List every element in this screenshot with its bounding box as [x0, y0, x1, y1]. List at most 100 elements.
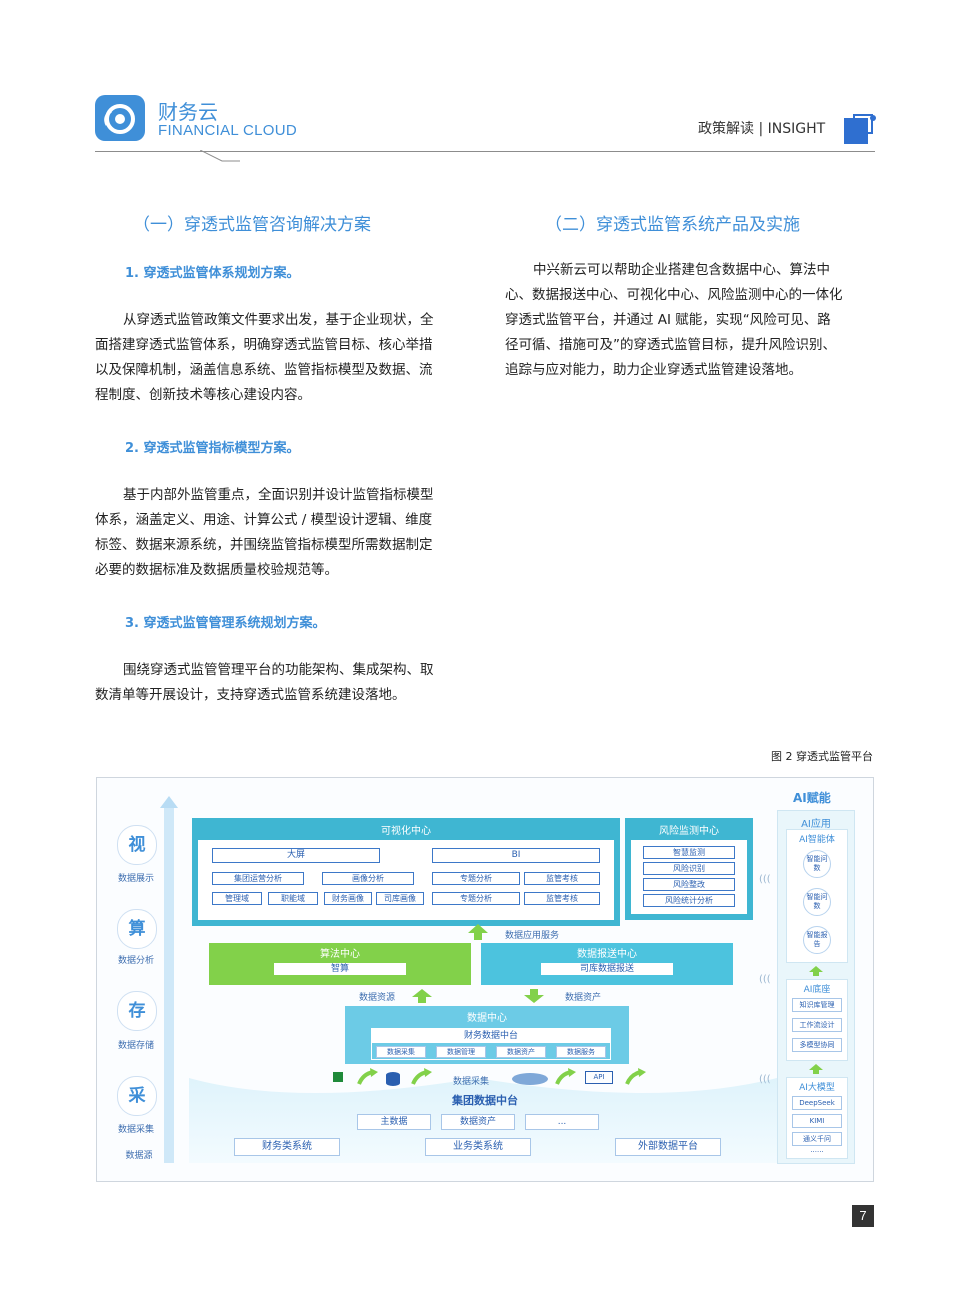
ai-up-arrow-1 [809, 966, 823, 976]
api-icon: API [585, 1071, 613, 1084]
model-more: ...... [810, 1146, 824, 1154]
signal-icon-3: ((( [759, 1074, 771, 1085]
section-tag: 政策解读 | INSIGHT [698, 121, 826, 137]
database-icon [386, 1072, 400, 1086]
up-arrow-icon-4 [411, 1068, 432, 1085]
group-ops-analysis: 集团运营分析 [212, 872, 304, 885]
down-arrow-icon [524, 989, 544, 1003]
ai-model-box: AI大模型 DeepSeek KIMI 通义千问 ...... [786, 1077, 848, 1159]
up-arrow-icon-3 [357, 1068, 378, 1085]
risk-center-title: 风险监测中心 [659, 826, 719, 837]
dc-service: 数据服务 [556, 1046, 606, 1058]
agent-ask-data-1: 智能问数 [803, 850, 831, 878]
paragraph-3: 围绕穿透式监管管理平台的功能架构、集成架构、取 数清单等开展设计，支持穿透式监管… [95, 662, 434, 703]
display-circle: 视 [117, 825, 157, 865]
subheading-2: 2. 穿透式监管指标模型方案。 [125, 441, 300, 456]
report-center-panel: 数据报送中心 司库数据报送 [481, 943, 733, 985]
smart-monitor: 智慧监测 [643, 846, 735, 859]
analysis-label: 数据分析 [117, 956, 154, 966]
platform-diagram: 视 数据展示 算 数据分析 存 数据存储 采 数据采集 数据源 可视化中心 大屏… [96, 777, 874, 1182]
dc-collect: 数据采集 [376, 1046, 426, 1058]
collect-circle: 采 [117, 1076, 157, 1116]
section-title-right: （二）穿透式监管系统产品及实施 [545, 215, 800, 235]
signal-icon-1: ((( [759, 874, 771, 885]
ai-base-box: AI底座 知识库管理 工作流设计 多模型协同 [786, 979, 848, 1061]
bi-box: BI [432, 848, 600, 863]
model-deepseek: DeepSeek [792, 1096, 842, 1110]
paragraph-1: 从穿透式监管政策文件要求出发，基于企业现状，全 面搭建穿透式监管体系，明确穿透式… [95, 312, 434, 403]
report-center-title: 数据报送中心 [577, 949, 637, 960]
header-divider [95, 151, 875, 152]
ai-agent-box: AI智能体 智能问数 智能问数 智能报告 [786, 829, 848, 963]
topic-analysis-1: 专题分析 [432, 872, 520, 885]
display-label: 数据展示 [117, 874, 154, 884]
ai-model-title: AI大模型 [799, 1083, 835, 1093]
divider-notch [200, 150, 240, 162]
mgmt-domain: 管理域 [212, 892, 262, 905]
visual-center-panel: 可视化中心 大屏 BI 集团运营分析 画像分析 专题分析 监管考核 管理域 职能… [192, 818, 620, 926]
risk-statistics: 风险统计分析 [643, 894, 735, 907]
group-more: ... [525, 1114, 599, 1130]
treasury-portrait: 司库画像 [376, 892, 424, 905]
data-center-panel: 数据中心 财务数据中台 数据采集 数据管理 数据资产 数据服务 [345, 1006, 629, 1064]
brand-logo-icon [95, 95, 145, 141]
asset-label: 数据资产 [565, 993, 602, 1003]
group-platform-title: 集团数据中台 [452, 1094, 518, 1107]
data-center-title: 数据中心 [467, 1013, 507, 1024]
excel-icon [333, 1072, 343, 1082]
up-arrow-icon [468, 924, 488, 940]
finance-platform-box: 财务数据中台 数据采集 数据管理 数据资产 数据服务 [371, 1028, 611, 1060]
risk-rectify: 风险整改 [643, 878, 735, 891]
storage-label: 数据存储 [117, 1041, 154, 1051]
ai-up-arrow-2 [809, 1064, 823, 1074]
topic-analysis-2: 专题分析 [432, 892, 520, 905]
finance-systems: 财务类系统 [234, 1138, 340, 1156]
figure-caption: 图 2 穿透式监管平台 [771, 750, 873, 763]
finance-portrait: 财务画像 [324, 892, 372, 905]
visual-center-body: 大屏 BI 集团运营分析 画像分析 专题分析 监管考核 管理域 职能域 财务画像… [198, 840, 614, 920]
signal-icon-2: ((( [759, 974, 771, 985]
subheading-1: 1. 穿透式监管体系规划方案。 [125, 266, 300, 281]
page-number: 7 [852, 1205, 874, 1227]
ai-panel: AI应用 AI智能体 智能问数 智能问数 智能报告 AI底座 知识库管理 工作流… [777, 810, 855, 1164]
finance-platform-title: 财务数据中台 [372, 1029, 610, 1043]
brand-name-cn: 财务云 [158, 100, 218, 124]
paragraph-right: 中兴新云可以帮助企业搭建包含数据中心、算法中 心、数据报送中心、可视化中心、风险… [505, 262, 843, 378]
up-arrow-icon-6 [625, 1068, 646, 1085]
service-label: 数据应用服务 [505, 931, 560, 941]
ai-app-title: AI应用 [801, 819, 831, 830]
agent-report: 智能报告 [803, 926, 831, 954]
up-arrow-icon-2 [412, 989, 432, 1003]
section-title-left: （一）穿透式监管咨询解决方案 [133, 215, 371, 235]
smart-compute-box: 智算 [274, 963, 406, 975]
brand-name-en: FINANCIAL CLOUD [158, 122, 297, 139]
risk-identify: 风险识别 [643, 862, 735, 875]
model-kimi: KIMI [792, 1114, 842, 1128]
source-label: 数据源 [125, 1151, 153, 1161]
kb-manage: 知识库管理 [792, 998, 842, 1012]
model-qianwen: 通义千问 [792, 1132, 842, 1146]
big-screen-box: 大屏 [212, 848, 380, 863]
paragraph-2: 基于内部外监管重点，全面识别并设计监管指标模型 体系，涵盖定义、用途、计算公式 … [95, 487, 434, 578]
multi-model: 多模型协同 [792, 1038, 842, 1052]
portrait-analysis: 画像分析 [322, 872, 414, 885]
collect-label: 数据采集 [117, 1125, 154, 1135]
treasury-report-box: 司库数据报送 [541, 963, 673, 975]
corner-square-icon [842, 114, 876, 146]
up-arrow-icon-5 [555, 1068, 576, 1085]
analysis-circle: 算 [117, 909, 157, 949]
ai-empower-title: AI赋能 [793, 791, 831, 805]
resource-label: 数据资源 [359, 993, 396, 1003]
dc-asset: 数据资产 [496, 1046, 546, 1058]
master-data: 主数据 [357, 1114, 431, 1130]
subheading-3: 3. 穿透式监管管理系统规划方案。 [125, 616, 326, 631]
dc-manage: 数据管理 [436, 1046, 486, 1058]
agent-ask-data-2: 智能问数 [803, 888, 831, 916]
workflow-design: 工作流设计 [792, 1018, 842, 1032]
risk-center-body: 智慧监测 风险识别 风险整改 风险统计分析 [631, 840, 747, 914]
external-platform: 外部数据平台 [615, 1138, 721, 1156]
storage-circle: 存 [117, 991, 157, 1031]
collect-text: 数据采集 [453, 1077, 490, 1087]
function-domain: 职能域 [268, 892, 318, 905]
algo-center-panel: 算法中心 智算 [209, 943, 471, 985]
